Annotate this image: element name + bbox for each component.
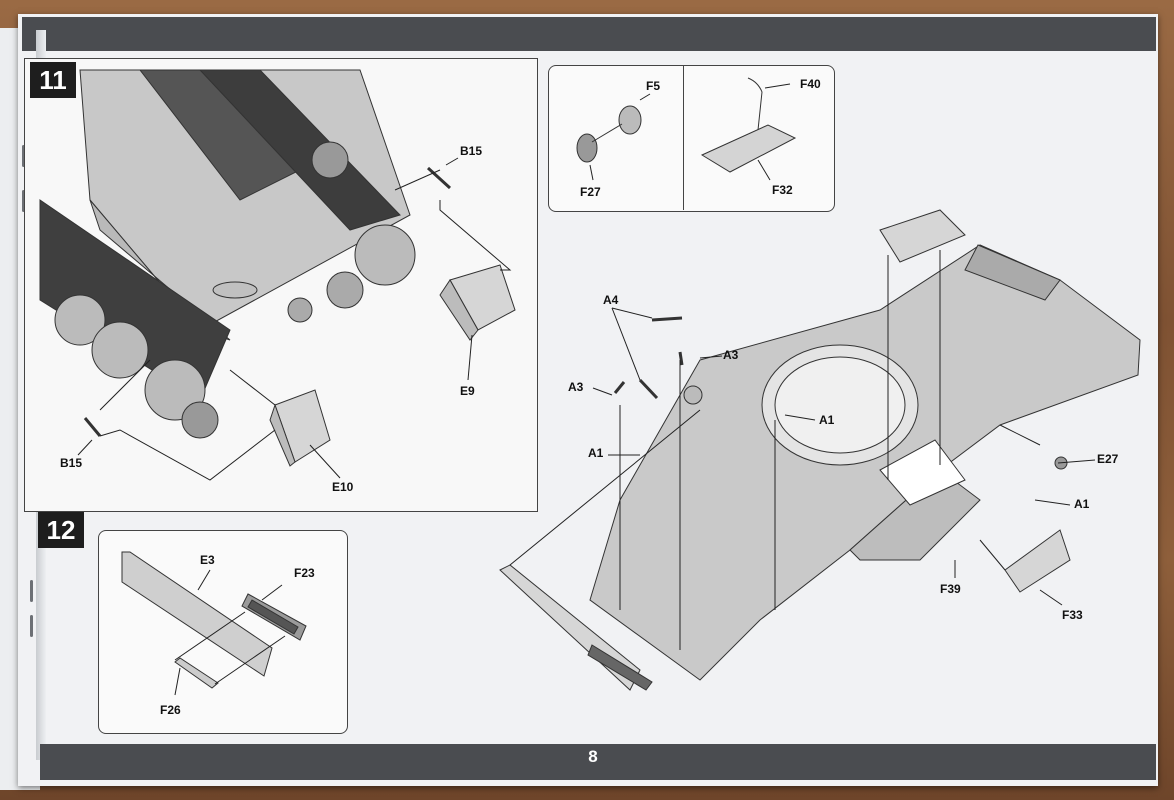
label-f40: F40 bbox=[800, 77, 821, 91]
step-11-number: 11 bbox=[30, 62, 76, 98]
staple-top bbox=[22, 145, 25, 167]
label-a1-left: A1 bbox=[588, 446, 604, 460]
staple-bottom bbox=[30, 580, 33, 602]
detail-divider bbox=[683, 65, 684, 210]
label-f39: F39 bbox=[940, 582, 961, 596]
detail-drawings bbox=[576, 77, 797, 173]
bottom-footer-bar bbox=[40, 744, 1156, 780]
hull-drawing bbox=[499, 209, 1141, 691]
step-12-drawing bbox=[121, 551, 307, 689]
label-a1-right: A1 bbox=[1074, 497, 1090, 511]
label-b15-left: B15 bbox=[60, 456, 83, 470]
label-b15-top: B15 bbox=[460, 144, 483, 158]
staple-bottom-2 bbox=[30, 615, 33, 637]
step-12-number: 12 bbox=[38, 512, 84, 548]
label-e10: E10 bbox=[332, 480, 354, 494]
top-header-bar bbox=[22, 17, 1156, 51]
label-e3: E3 bbox=[200, 553, 215, 567]
label-a1-center: A1 bbox=[819, 413, 835, 427]
label-f5: F5 bbox=[646, 79, 661, 93]
label-a4: A4 bbox=[603, 293, 619, 307]
label-e9: E9 bbox=[460, 384, 475, 398]
label-f33: F33 bbox=[1062, 608, 1083, 622]
label-f27: F27 bbox=[580, 185, 601, 199]
page-number: 8 bbox=[588, 747, 598, 766]
label-f23: F23 bbox=[294, 566, 315, 580]
label-a3-left: A3 bbox=[568, 380, 584, 394]
chassis-drawing bbox=[39, 69, 516, 467]
label-f26: F26 bbox=[160, 703, 181, 717]
label-a3-right: A3 bbox=[723, 348, 739, 362]
label-f32: F32 bbox=[772, 183, 793, 197]
label-e27: E27 bbox=[1097, 452, 1119, 466]
staple-top-2 bbox=[22, 190, 25, 212]
